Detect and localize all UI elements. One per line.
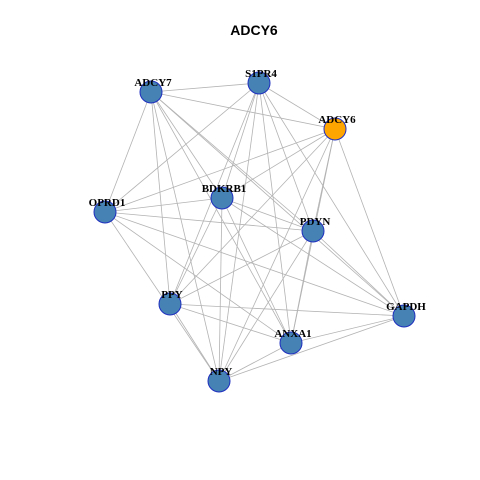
node-layer — [93, 71, 416, 393]
node-label-anxa1: ANXA1 — [274, 328, 311, 340]
edge-bdkrb1-gapdh — [221, 197, 405, 317]
edge-ppy-gapdh — [169, 303, 405, 317]
edge-adcy6-gapdh — [334, 128, 405, 317]
edge-adcy6-bdkrb1 — [221, 128, 336, 199]
edge-adcy7-pdyn — [150, 91, 314, 232]
edge-ppy-anxa1 — [169, 303, 292, 344]
edge-s1pr4-anxa1 — [258, 82, 292, 344]
edge-adcy6-ppy — [169, 128, 336, 305]
node-anxa1 — [279, 331, 303, 355]
edge-adcy7-npy — [150, 91, 220, 382]
node-gapdh — [392, 304, 416, 328]
node-label-ppy: PPY — [161, 289, 182, 301]
edge-adcy7-gapdh — [150, 91, 405, 317]
edge-adcy7-ppy — [150, 91, 171, 305]
edge-adcy7-anxa1 — [150, 91, 292, 344]
edge-adcy6-oprd1 — [104, 128, 336, 213]
node-label-adcy7: ADCY7 — [134, 77, 172, 89]
node-adcy7 — [139, 80, 163, 104]
edge-bdkrb1-pdyn — [221, 197, 314, 232]
edge-oprd1-gapdh — [104, 211, 405, 317]
node-npy — [207, 369, 231, 393]
node-label-adcy6: ADCY6 — [318, 114, 356, 126]
edge-s1pr4-npy — [218, 82, 260, 382]
edge-npy-gapdh — [218, 315, 405, 382]
edge-adcy7-bdkrb1 — [150, 91, 223, 199]
edge-bdkrb1-anxa1 — [221, 197, 292, 344]
edge-bdkrb1-ppy — [169, 197, 223, 305]
node-label-npy: NPY — [210, 366, 233, 378]
edge-adcy7-oprd1 — [104, 91, 152, 213]
edge-pdyn-gapdh — [312, 230, 405, 317]
node-bdkrb1 — [210, 186, 234, 210]
node-oprd1 — [93, 200, 117, 224]
node-label-s1pr4: S1PR4 — [245, 68, 277, 80]
edge-pdyn-ppy — [169, 230, 314, 305]
node-label-pdyn: PDYN — [300, 216, 331, 228]
edge-s1pr4-pdyn — [258, 82, 314, 232]
edge-s1pr4-oprd1 — [104, 82, 260, 213]
edge-oprd1-anxa1 — [104, 211, 292, 344]
node-label-gapdh: GAPDH — [386, 301, 426, 313]
edge-s1pr4-adcy6 — [258, 82, 336, 130]
edge-adcy7-s1pr4 — [150, 82, 260, 93]
edge-bdkrb1-npy — [218, 197, 223, 382]
edge-layer — [104, 82, 405, 382]
edge-anxa1-gapdh — [290, 315, 405, 344]
edge-s1pr4-gapdh — [258, 82, 405, 317]
node-adcy6 — [323, 117, 347, 141]
node-s1pr4 — [247, 71, 271, 95]
edge-pdyn-npy — [218, 230, 314, 382]
node-label-bdkrb1: BDKRB1 — [202, 183, 247, 195]
edge-s1pr4-bdkrb1 — [221, 82, 260, 199]
edge-pdyn-anxa1 — [290, 230, 314, 344]
edge-adcy7-adcy6 — [150, 91, 336, 130]
graph-title: ADCY6 — [230, 22, 278, 38]
node-label-oprd1: OPRD1 — [89, 197, 126, 209]
edge-ppy-npy — [169, 303, 220, 382]
node-ppy — [158, 292, 182, 316]
edge-oprd1-pdyn — [104, 211, 314, 232]
node-pdyn — [301, 219, 325, 243]
edge-adcy6-npy — [218, 128, 336, 382]
edge-oprd1-bdkrb1 — [104, 197, 223, 213]
edge-anxa1-npy — [218, 342, 292, 382]
